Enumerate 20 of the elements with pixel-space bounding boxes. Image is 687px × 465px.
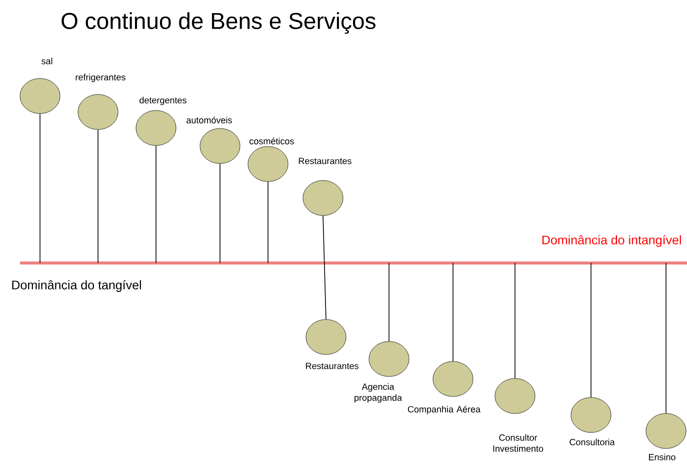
axis-label: Dominância do intangível bbox=[542, 235, 681, 247]
stem-line bbox=[322, 215, 326, 320]
circle-label: Companhia Aérea bbox=[408, 406, 480, 414]
circle-label: Consultor Investimento bbox=[493, 434, 544, 452]
circle-label: cosméticos bbox=[250, 138, 294, 144]
circle-label: Restaurantes bbox=[306, 362, 358, 370]
circle-label: Restaurantes bbox=[298, 158, 352, 164]
circle-label: detergentes bbox=[140, 96, 186, 106]
stem-line bbox=[514, 262, 516, 379]
circle-label: Consultoria bbox=[570, 438, 615, 446]
circle-label: Ensino bbox=[648, 454, 676, 460]
circle-label: Agencia propaganda bbox=[354, 383, 402, 403]
circle-label: refrigerantes bbox=[76, 74, 126, 82]
stem-line bbox=[388, 262, 390, 342]
stem-line bbox=[452, 262, 454, 362]
axis-label: Dominância do tangível bbox=[12, 280, 141, 292]
circle-label: sal bbox=[42, 58, 52, 64]
circle-label: automóveis bbox=[186, 116, 232, 124]
title: O continuo de Bens e Serviços bbox=[62, 12, 376, 34]
stem-line bbox=[590, 262, 592, 398]
